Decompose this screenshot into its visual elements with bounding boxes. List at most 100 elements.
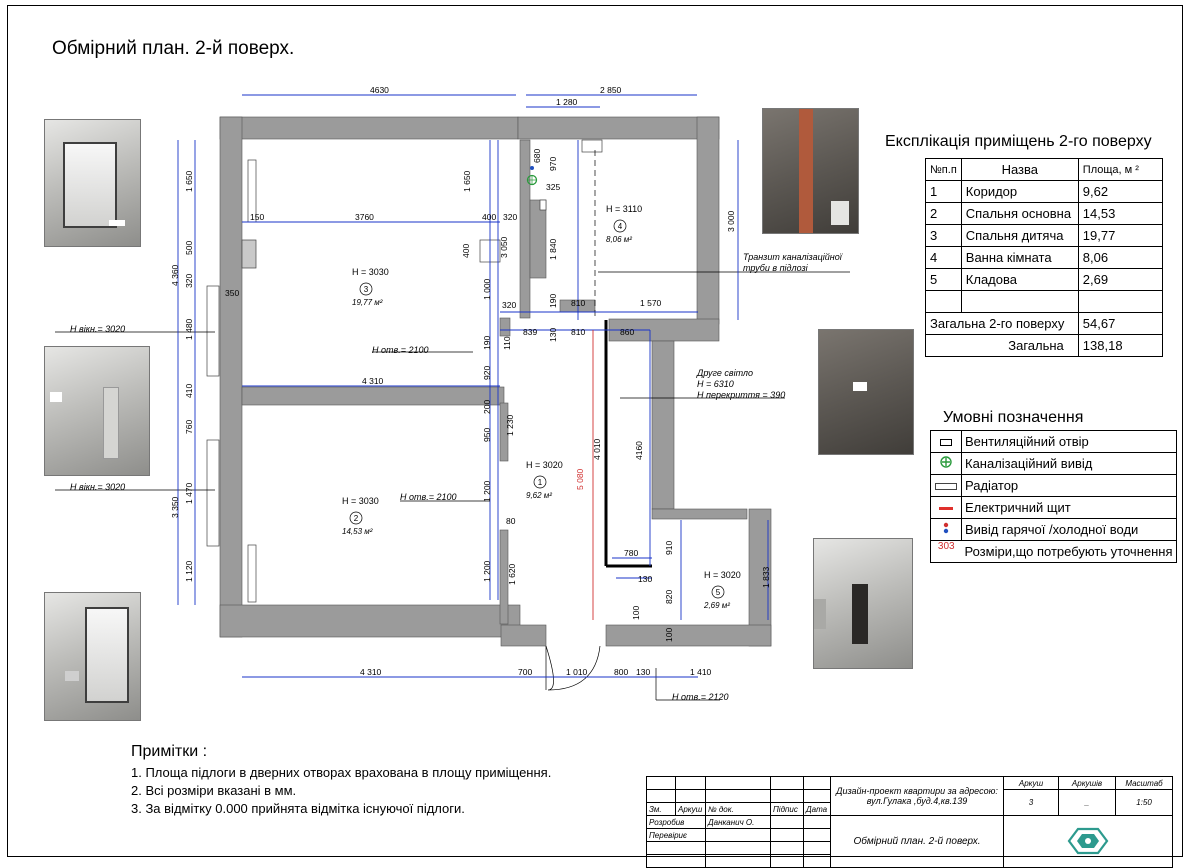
dimension-label: 4 310	[362, 376, 384, 386]
dimension-label: 130	[548, 328, 558, 342]
dimension-label: 820	[664, 590, 674, 604]
note-item: 1. Площа підлоги в дверних отворах врахо…	[131, 765, 552, 780]
dimension-label: 970	[548, 157, 558, 171]
vent-icon	[930, 430, 962, 453]
annotation: Транзит каналізаційної	[743, 252, 843, 262]
wall	[651, 340, 675, 510]
annotation: H отв.= 2120	[672, 692, 728, 702]
room-area: 2,69 м²	[703, 601, 730, 610]
room-height: H = 3110	[606, 204, 642, 214]
explication-title: Експлікація приміщень 2-го поверху	[885, 133, 1152, 150]
vent-shaft	[241, 239, 257, 269]
vent	[581, 139, 603, 153]
dimension-label: 1 620	[507, 563, 517, 585]
note-item: 2. Всі розміри вказані в мм.	[131, 783, 297, 798]
dimension-label: 500	[184, 241, 194, 255]
row-num: 3	[925, 224, 962, 247]
wall	[241, 386, 505, 406]
floor-total-value: 54,67	[1077, 312, 1163, 335]
row-area: 2,69	[1077, 268, 1163, 291]
dimension-label: 100	[664, 628, 674, 642]
legend-item: Радіатор	[930, 474, 1177, 497]
sheets-value: _	[1058, 789, 1116, 816]
dimension-label: 1 010	[566, 667, 588, 677]
dimension-label: 1 650	[462, 170, 472, 192]
dimension-label: 810	[571, 327, 585, 337]
annotation: труби в підлозі	[743, 263, 809, 273]
row-name: Коридор	[960, 180, 1079, 203]
dimension-label: 1 120	[184, 560, 194, 582]
dimension-label: 1 570	[640, 298, 662, 308]
legend-label: Вентиляційний отвір	[961, 430, 1177, 453]
legend-label: Розміри,що потребують уточнення	[961, 540, 1177, 563]
room-number-circle	[613, 219, 627, 233]
dimension-label: 2 850	[600, 85, 622, 95]
header-num: №п.п	[925, 158, 962, 181]
legend-item: Каналізаційний вивід	[930, 452, 1177, 475]
dimension-label: 325	[546, 182, 560, 192]
window	[206, 285, 220, 377]
room-photo-column	[44, 346, 150, 476]
room-height: H = 3020	[526, 460, 563, 470]
row-num: 1	[925, 180, 962, 203]
dimension-label: 400	[461, 244, 471, 258]
annotation: H вікн.= 3020	[70, 482, 125, 492]
dimension-label: 839	[523, 327, 537, 337]
dimension-label: 320	[502, 300, 516, 310]
table-row-empty	[925, 290, 1163, 313]
room-area: 14,53 м²	[342, 527, 373, 536]
room-height: H = 3030	[352, 267, 389, 277]
legend-label: Вивід гарячої /холодної води	[961, 518, 1177, 541]
room-number: 5	[716, 588, 721, 597]
scale-value: 1:50	[1115, 789, 1173, 816]
wall	[500, 624, 547, 647]
legend-label: Електричний щит	[961, 496, 1177, 519]
dimension-label: 100	[631, 606, 641, 620]
header-area: Площа, м ²	[1077, 158, 1163, 181]
room-area: 9,62 м²	[526, 491, 552, 500]
room-photo-bathroom	[762, 108, 859, 234]
row-name: Спальня дитяча	[960, 224, 1079, 247]
room-number-circle	[711, 585, 725, 599]
total-value: 138,18	[1077, 334, 1163, 357]
dimension-label: 760	[184, 420, 194, 434]
developed-label: Розробив	[646, 815, 706, 829]
room-height: H = 3030	[342, 496, 379, 506]
vent	[539, 199, 547, 211]
dimension-label: 5 080	[575, 468, 585, 490]
annotation: H отв.= 2100	[400, 492, 456, 502]
legend-table: Вентиляційний отвір Каналізаційний вивід…	[930, 430, 1177, 563]
annotation: H вікн.= 3020	[70, 324, 125, 334]
page-title: Обмірний план. 2-й поверх.	[52, 38, 295, 59]
room-area: 8,06 м²	[606, 235, 632, 244]
annotation: Друге світло	[696, 368, 753, 378]
notes: Примітки : 1. Площа підлоги в дверних от…	[131, 743, 551, 818]
floor-total-label: Загальна 2-го поверху	[925, 312, 1079, 335]
project-address: Дизайн-проект квартири за адресою: вул.Г…	[830, 776, 1004, 816]
dimension-label: 1 230	[505, 414, 515, 436]
dimension-label: 700	[518, 667, 532, 677]
dimension-label: 150	[250, 212, 264, 222]
dimension-label: 3760	[355, 212, 374, 222]
wall	[519, 139, 531, 319]
title-block: Дизайн-проект квартири за адресою: вул.Г…	[646, 776, 1173, 868]
col-zm: Зм.	[646, 802, 676, 816]
dimension-label: 920	[482, 366, 492, 380]
room-photo-balcony	[44, 592, 141, 721]
dimension-label: 4 010	[592, 438, 602, 460]
dimension-label: 3 350	[170, 496, 180, 518]
room-area: 19,77 м²	[352, 298, 383, 307]
dimension-label: 4630	[370, 85, 389, 95]
row-num: 2	[925, 202, 962, 225]
room-photo-corridor	[813, 538, 913, 669]
total-label: Загальна	[925, 334, 1079, 357]
sheets-label: Аркушів	[1058, 776, 1116, 790]
col-sign: Підпис	[770, 802, 804, 816]
dimension-label: 1 000	[482, 278, 492, 300]
legend-title: Умовні позначення	[943, 409, 1084, 426]
room-number: 1	[538, 478, 543, 487]
